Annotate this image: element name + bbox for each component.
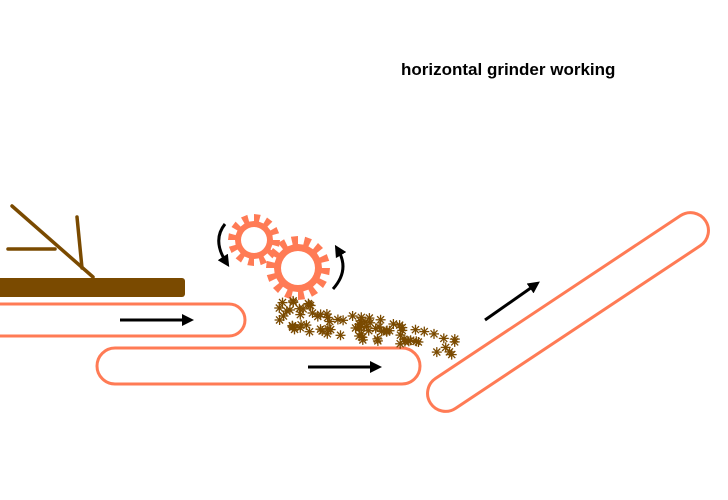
wood-chip bbox=[332, 314, 343, 325]
wood-chip bbox=[449, 336, 460, 347]
wood-chip bbox=[278, 311, 289, 321]
lower-conveyor-belt bbox=[95, 346, 422, 386]
tree-branch bbox=[6, 204, 95, 279]
wood-chip bbox=[335, 330, 346, 341]
wood-chip bbox=[322, 328, 333, 339]
wood-chip bbox=[438, 333, 449, 344]
wood-chip bbox=[338, 315, 349, 326]
gear-icon bbox=[266, 236, 330, 300]
wood-chip bbox=[287, 320, 298, 331]
log bbox=[0, 278, 185, 297]
wood-chip bbox=[419, 326, 430, 337]
arrow-up-right-icon bbox=[484, 281, 540, 322]
wood-chip bbox=[370, 323, 381, 334]
wood-chip bbox=[322, 312, 333, 323]
wood-chip bbox=[395, 330, 406, 341]
wood-chip bbox=[295, 322, 306, 333]
discharge-conveyor-belt bbox=[426, 211, 710, 413]
rotation-arrow-icon bbox=[217, 223, 230, 268]
wood-chip bbox=[277, 297, 288, 308]
wood-chip bbox=[298, 303, 309, 314]
wood-chip bbox=[357, 334, 368, 345]
wood-chip bbox=[374, 322, 385, 332]
wood-chip bbox=[347, 311, 358, 321]
wood-chip bbox=[315, 324, 326, 335]
rotation-arrow-icon bbox=[331, 244, 347, 290]
wood-chip bbox=[364, 313, 375, 324]
wood-chip bbox=[372, 335, 383, 346]
wood-chip bbox=[356, 312, 367, 323]
wood-chip bbox=[284, 305, 295, 315]
wood-chip bbox=[356, 328, 367, 339]
gear-icon bbox=[228, 214, 280, 266]
wood-chip bbox=[381, 326, 392, 337]
wood-chip bbox=[429, 328, 439, 339]
wood-chip bbox=[303, 298, 314, 309]
wood-chip bbox=[440, 342, 451, 353]
wood-chip bbox=[361, 321, 372, 332]
wood-chip bbox=[395, 338, 406, 349]
wood-chip bbox=[288, 297, 299, 308]
infeed-conveyor-belt bbox=[0, 302, 247, 338]
wood-chip bbox=[307, 308, 318, 318]
wood-chip bbox=[410, 324, 421, 335]
wood-chip bbox=[274, 303, 285, 313]
wood-chip bbox=[431, 347, 442, 358]
wood-chip bbox=[354, 319, 365, 330]
wood-chip bbox=[405, 335, 416, 346]
wood-chip bbox=[388, 319, 399, 329]
wood-chip bbox=[375, 314, 386, 325]
diagram-title: horizontal grinder working bbox=[401, 60, 616, 79]
